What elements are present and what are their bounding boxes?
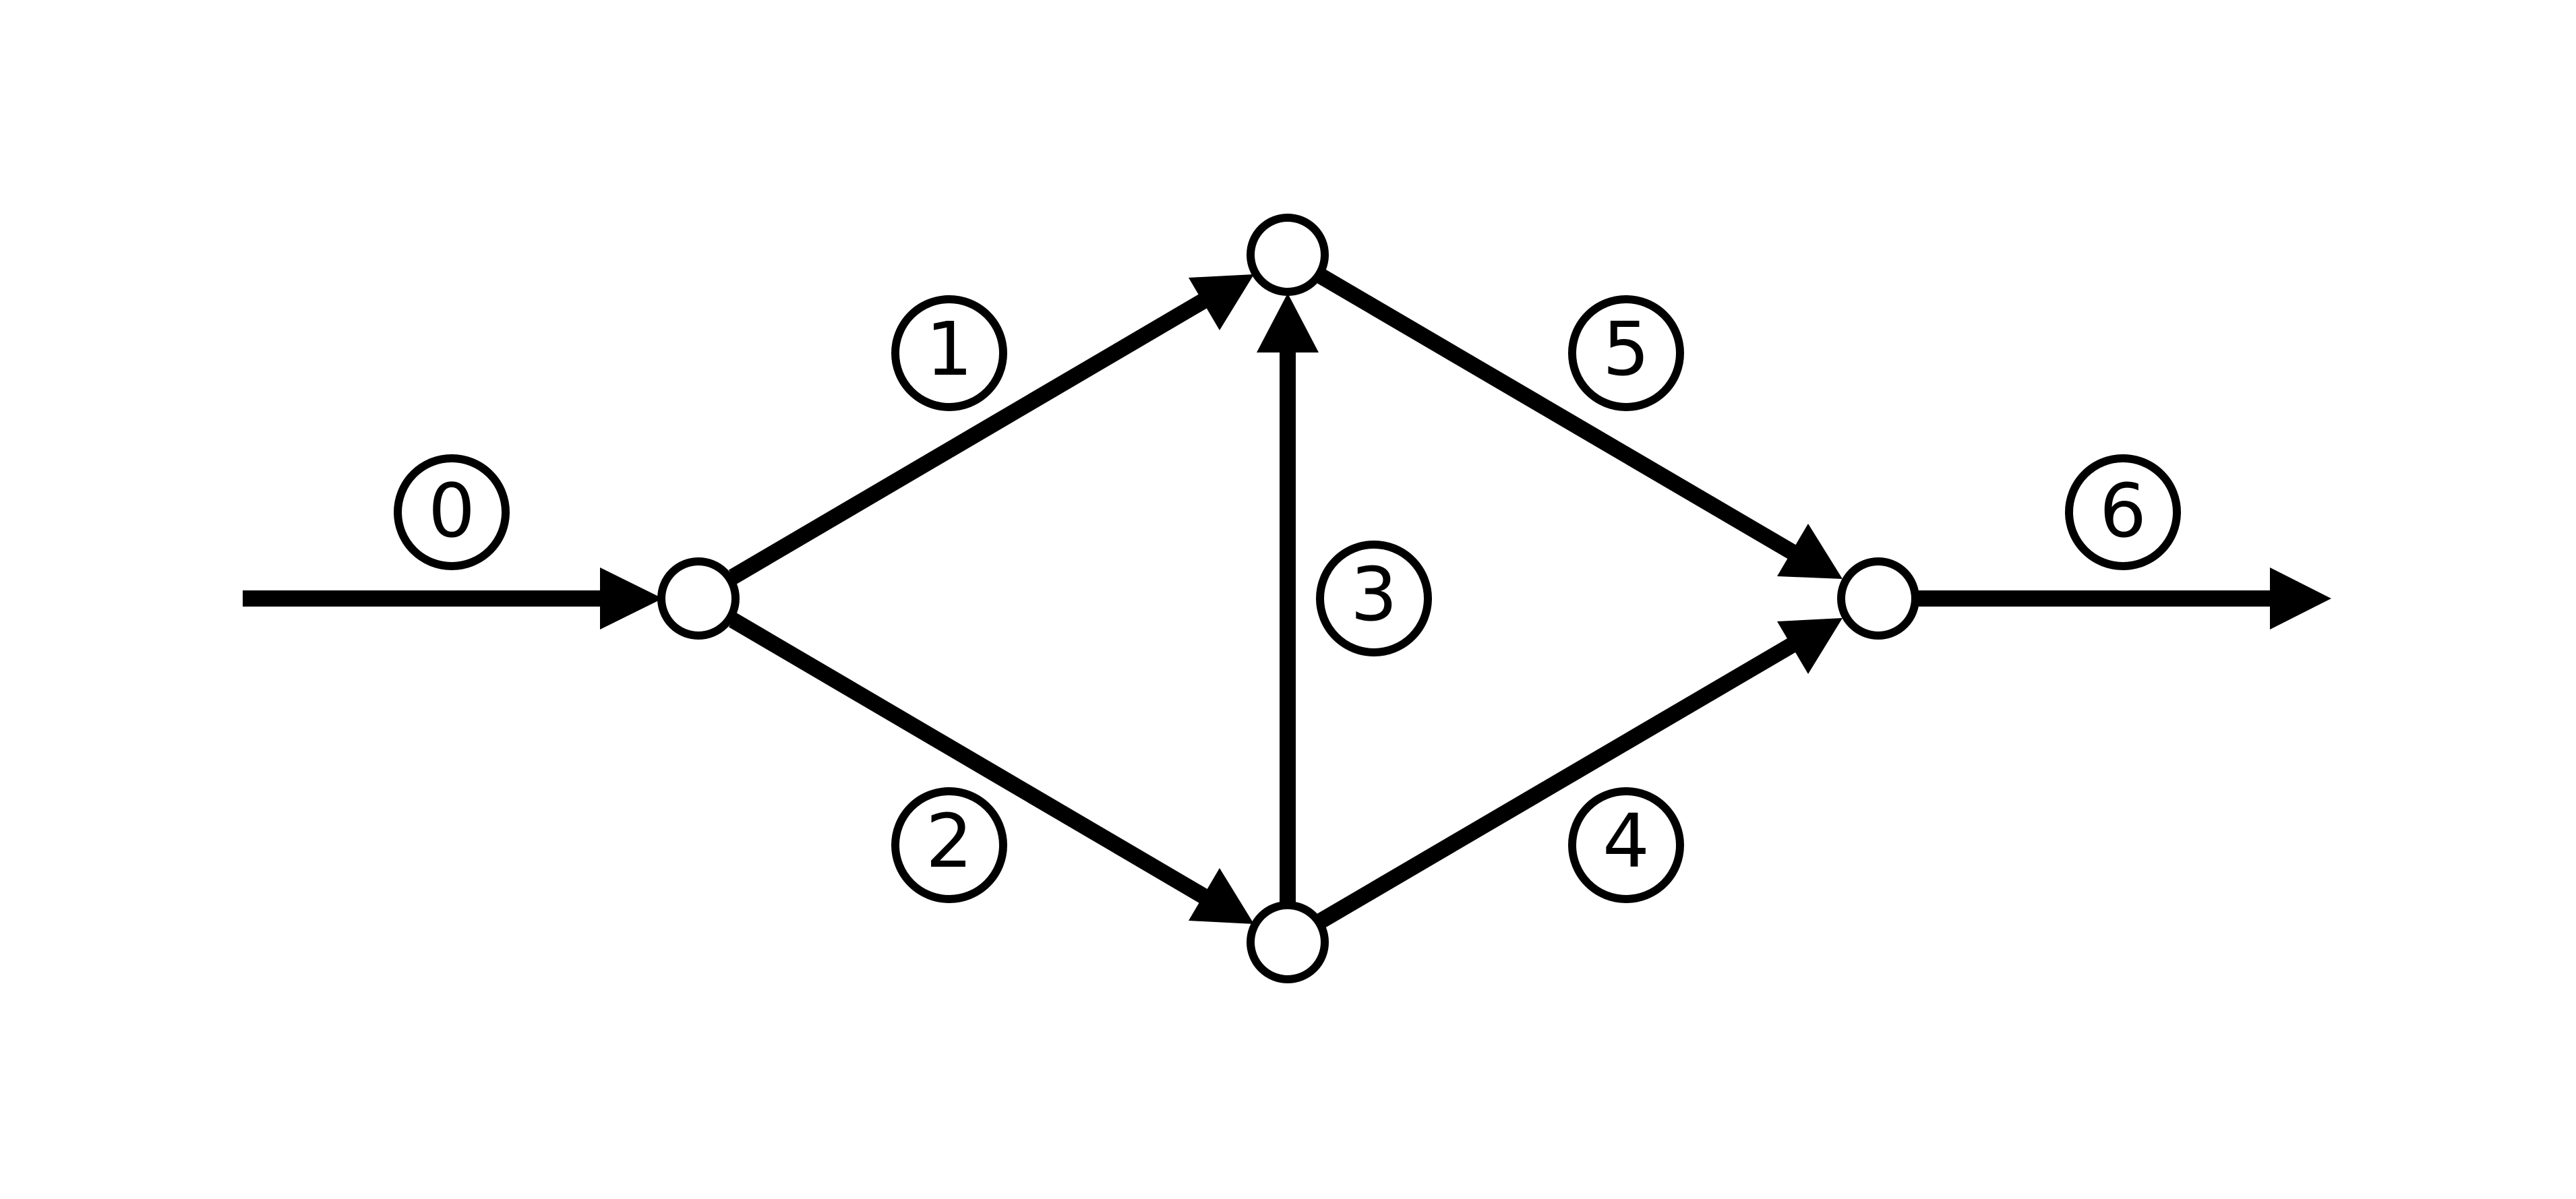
edge-label-5: 5 — [1568, 295, 1684, 411]
node-bottom — [1247, 901, 1329, 983]
edge-1 — [728, 274, 1254, 584]
edge-label-6-circle — [2065, 454, 2181, 570]
edge-1-arrowhead — [1189, 274, 1254, 330]
edge-label-1-circle — [891, 295, 1007, 411]
edge-label-6: 6 — [2065, 454, 2181, 570]
edge-label-0: 0 — [394, 454, 510, 570]
edge-label-2-text: 2 — [926, 798, 973, 884]
edge-label-0-circle — [394, 454, 510, 570]
edge-5-line — [1317, 269, 1805, 564]
edge-label-4: 4 — [1568, 787, 1684, 903]
edge-label-3-circle — [1316, 541, 1432, 656]
edge-label-4-circle — [1568, 787, 1684, 903]
edge-label-3-text: 3 — [1350, 551, 1398, 638]
edge-2 — [728, 613, 1254, 924]
edge-1-line — [728, 289, 1216, 584]
edge-0 — [243, 567, 663, 629]
edge-label-2-circle — [891, 787, 1007, 903]
edge-5-arrowhead — [1777, 524, 1843, 579]
edge-5 — [1317, 269, 1843, 579]
edge-6-arrowhead — [2270, 567, 2331, 629]
edge-label-0-text: 0 — [428, 468, 475, 554]
edge-label-5-circle — [1568, 295, 1684, 411]
edge-label-5-text: 5 — [1602, 306, 1650, 392]
node-sink — [1837, 557, 1919, 640]
edge-2-arrowhead — [1189, 868, 1254, 924]
edge-label-1-text: 1 — [926, 306, 973, 392]
edge-label-1: 1 — [891, 295, 1007, 411]
edge-6 — [1917, 567, 2331, 629]
edge-label-3: 3 — [1316, 541, 1432, 656]
edge-2-line — [728, 613, 1216, 908]
edge-label-2: 2 — [891, 787, 1007, 903]
edge-4-arrowhead — [1777, 618, 1843, 674]
edge-0-arrowhead — [600, 567, 663, 629]
node-top — [1247, 214, 1329, 296]
node-source — [657, 557, 740, 640]
edge-3 — [1257, 293, 1319, 903]
edge-4-line — [1317, 633, 1805, 928]
edge-4 — [1317, 618, 1843, 928]
edge-label-4-text: 4 — [1602, 798, 1650, 884]
edge-label-6-text: 6 — [2099, 468, 2147, 554]
edge-3-arrowhead — [1257, 293, 1319, 352]
